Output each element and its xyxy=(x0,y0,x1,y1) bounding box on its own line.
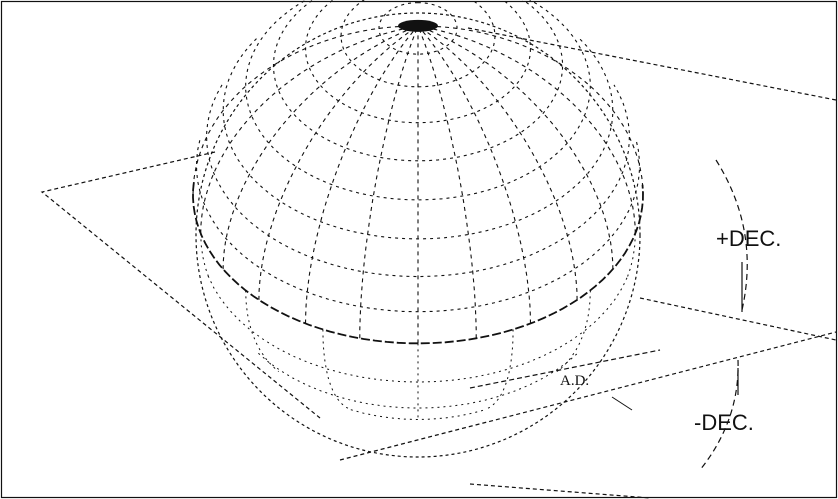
meridian-line xyxy=(192,25,419,196)
lower-plane-lower-edge xyxy=(469,483,651,499)
meridian-line xyxy=(417,25,636,234)
sphere-outline xyxy=(195,12,641,458)
equator-line xyxy=(192,182,644,345)
meridian-line xyxy=(417,25,477,339)
lower-meridian-line xyxy=(557,290,591,372)
equatorial-plane-right-edge xyxy=(639,297,837,341)
parallel-line xyxy=(245,0,591,201)
lower-meridian-line xyxy=(322,329,350,410)
ad-arrow-tick xyxy=(611,396,633,411)
lower-meridian-line xyxy=(245,290,279,372)
meridian-line xyxy=(304,25,419,324)
meridian-line xyxy=(417,25,578,300)
north-pole-marker xyxy=(398,19,438,32)
parallel-line xyxy=(378,2,458,55)
parallel-line xyxy=(206,84,630,278)
lower-parallel-line xyxy=(350,409,486,421)
ad-arc xyxy=(469,349,661,389)
meridian-line xyxy=(417,25,614,270)
lower-meridian-line xyxy=(200,233,210,279)
parallel-line xyxy=(305,0,531,124)
meridian-line xyxy=(359,25,419,339)
lower-meridian-line xyxy=(626,233,636,279)
parallel-line xyxy=(272,0,564,162)
sphere-wireframe xyxy=(192,0,644,458)
lower-meridian-line xyxy=(486,329,514,410)
parallel-line xyxy=(196,140,640,313)
plus-dec-label: +DEC. xyxy=(716,226,781,251)
meridian-line xyxy=(200,25,419,234)
meridian-line xyxy=(222,25,419,270)
meridian-line xyxy=(417,25,532,324)
meridian-line xyxy=(258,25,419,300)
equatorial-plane-top-edge xyxy=(467,27,837,101)
lower-plane-upper-edge xyxy=(339,331,837,461)
minus-dec-label: -DEC. xyxy=(694,410,754,435)
equatorial-plane-left-edge xyxy=(40,151,321,419)
ad-label: A.D. xyxy=(560,373,589,389)
